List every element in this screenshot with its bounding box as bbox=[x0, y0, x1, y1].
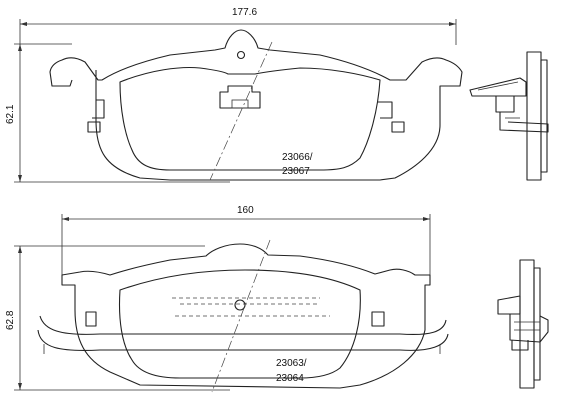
bottom-spring-wire-upper bbox=[39, 315, 447, 336]
top-part-number-2: 23067 bbox=[282, 166, 310, 177]
top-centre-clip bbox=[219, 85, 261, 109]
top-height-label: 62.1 bbox=[5, 104, 16, 124]
bottom-left-tab bbox=[85, 311, 97, 327]
bottom-side-view bbox=[497, 259, 549, 389]
top-left-tab bbox=[92, 99, 105, 119]
top-friction-lining bbox=[119, 66, 381, 171]
bottom-brake-pad-view: 160 62.8 23063/ 23064 bbox=[5, 205, 549, 393]
bottom-backing-plate bbox=[61, 243, 431, 389]
top-side-view bbox=[469, 51, 549, 181]
bottom-spring-wire-lower bbox=[37, 329, 449, 351]
bottom-height-dimension: 62.8 bbox=[5, 245, 230, 391]
top-width-label: 177.6 bbox=[232, 7, 257, 18]
top-section-line bbox=[209, 41, 273, 181]
bottom-part-number-2: 23064 bbox=[276, 373, 304, 384]
bottom-section-line bbox=[211, 239, 271, 393]
bottom-width-label: 160 bbox=[237, 205, 254, 216]
top-height-dimension: 62.1 bbox=[5, 43, 230, 183]
bottom-width-dimension: 160 bbox=[61, 205, 431, 280]
top-part-number-1: 23066/ bbox=[282, 152, 313, 163]
top-backing-plate bbox=[49, 29, 463, 181]
bottom-part-number-1: 23063/ bbox=[276, 358, 307, 369]
bottom-mounting-hole bbox=[234, 299, 246, 311]
bottom-friction-lining bbox=[119, 269, 361, 379]
top-mounting-hole bbox=[236, 50, 246, 60]
top-right-tab bbox=[378, 101, 393, 119]
top-brake-pad-view: 177.6 62.1 23066/ 23067 bbox=[5, 7, 549, 183]
bottom-height-label: 62.8 bbox=[5, 310, 16, 330]
top-width-dimension: 177.6 bbox=[19, 7, 457, 45]
bottom-right-tab bbox=[371, 311, 385, 327]
bottom-clip-hidden-lines bbox=[172, 297, 330, 317]
